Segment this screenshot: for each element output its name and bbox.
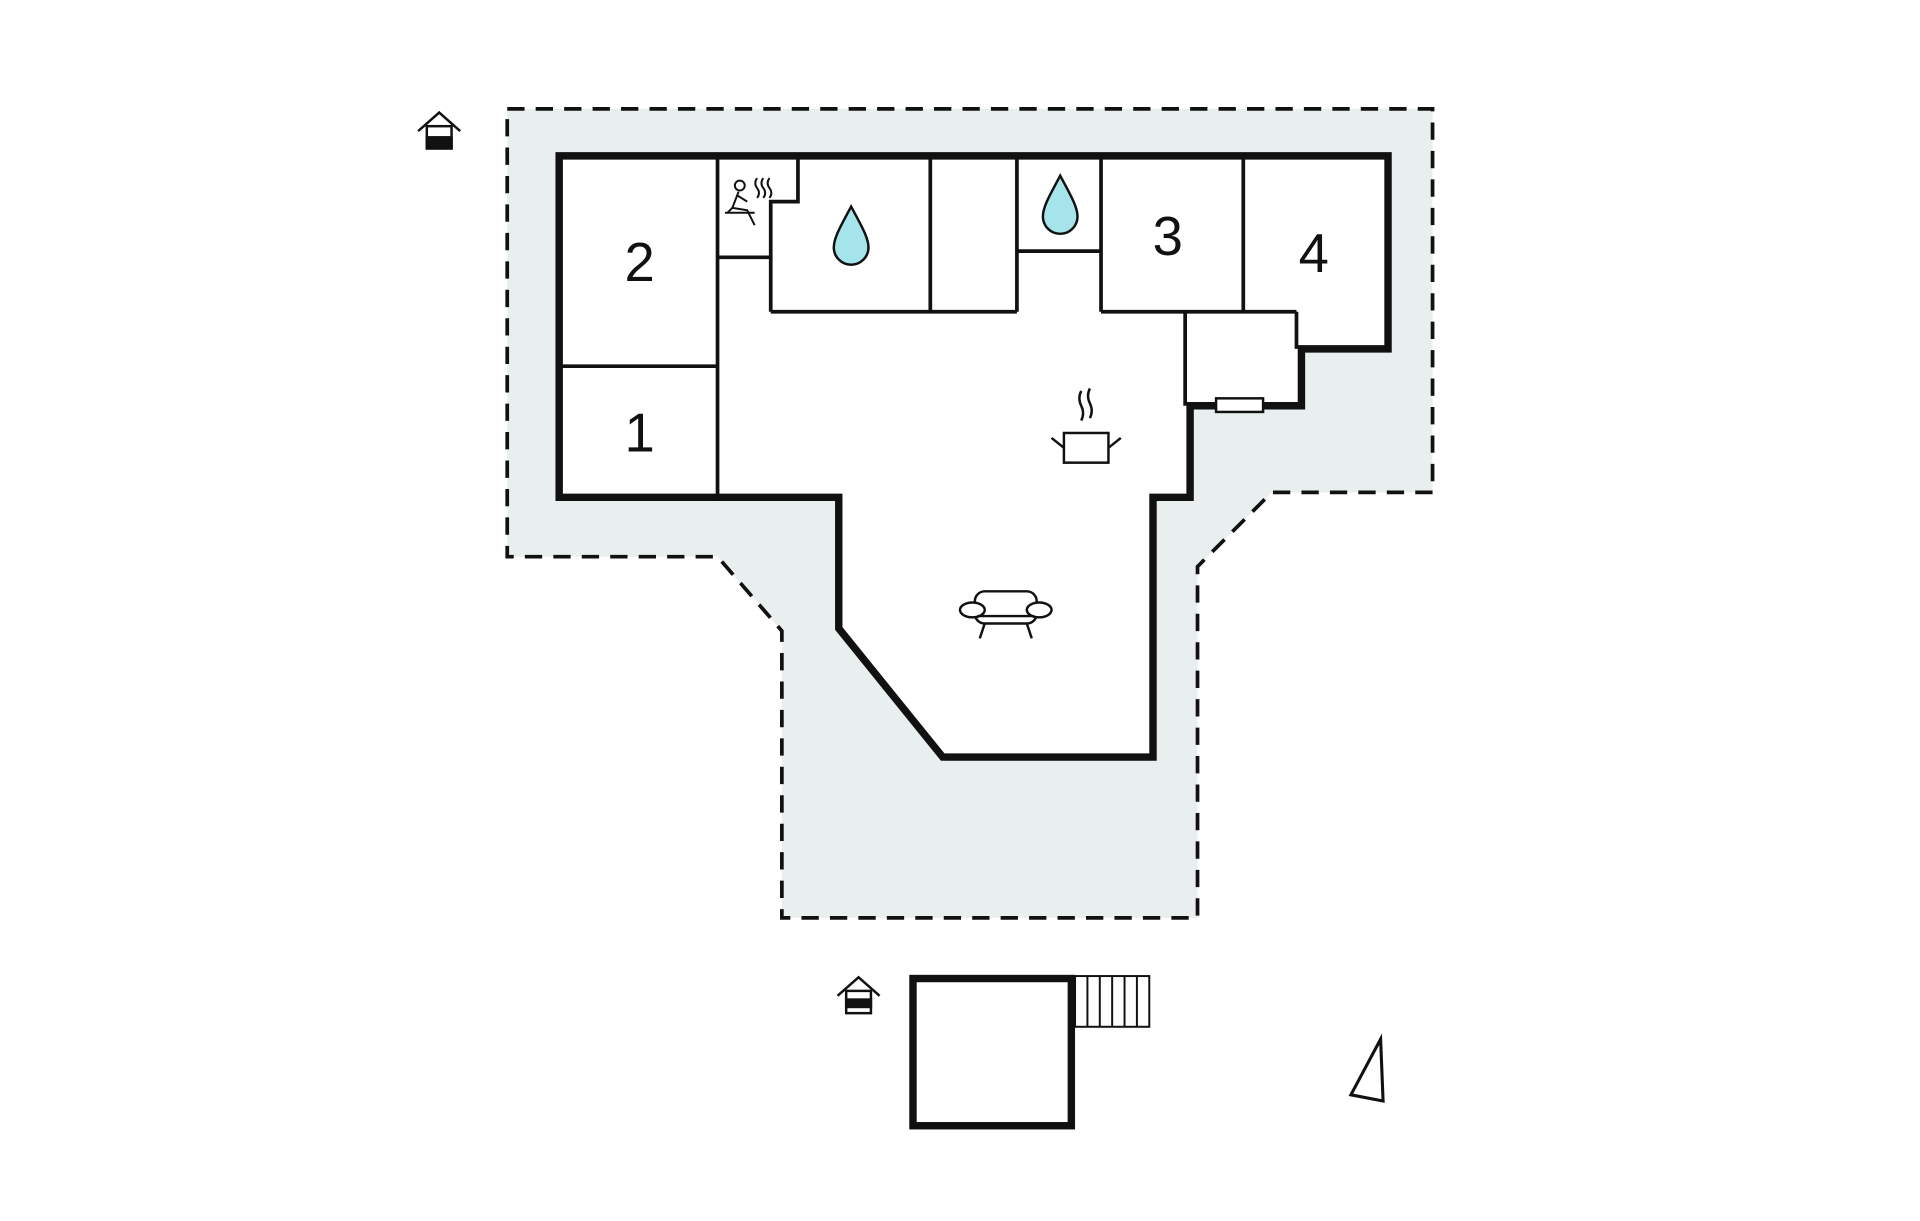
north-arrow-icon <box>1348 1033 1385 1103</box>
water-drop-icon <box>1041 173 1079 236</box>
room-4-label: 4 <box>1299 223 1329 284</box>
room-2-label: 2 <box>624 232 654 293</box>
house-entrance-icon <box>417 110 462 150</box>
house-entrance-icon <box>836 975 881 1015</box>
sofa-icon <box>958 590 1053 639</box>
sauna-icon <box>724 177 773 226</box>
room-1-label: 1 <box>624 402 654 463</box>
room-3-label: 3 <box>1153 206 1183 267</box>
house-outline <box>555 152 1392 761</box>
water-drop-icon <box>832 203 870 266</box>
window <box>1214 397 1265 414</box>
stairs <box>1074 975 1151 1028</box>
annex-building <box>909 974 1076 1130</box>
cooking-pot-icon <box>1050 387 1122 464</box>
internal-walls <box>559 155 1299 498</box>
